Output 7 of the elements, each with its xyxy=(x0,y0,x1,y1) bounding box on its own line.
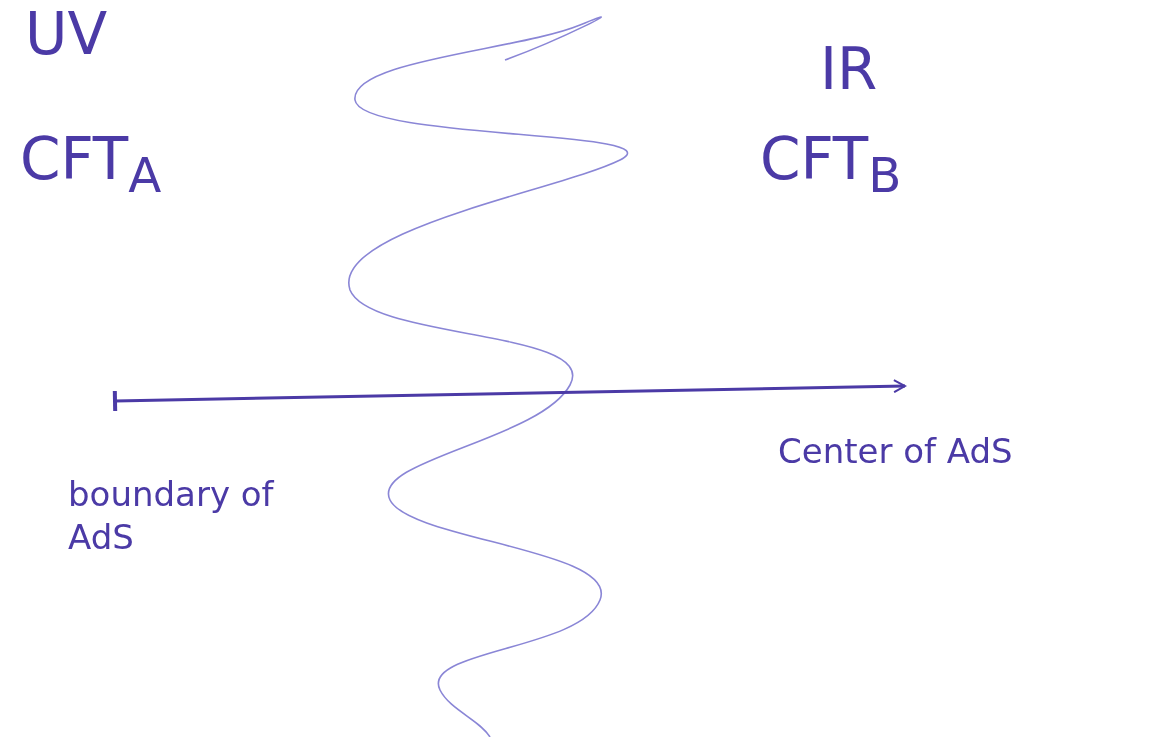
uv-label: UV xyxy=(25,5,108,63)
ir-label: IR xyxy=(820,40,878,98)
cft-label: CFT$_{A}$ xyxy=(20,130,162,199)
cft-label: CFT$_{B}$ xyxy=(760,130,902,199)
axis-end-label: Center of AdS xyxy=(778,430,1014,473)
axis-end-label: boundary of AdS xyxy=(68,473,275,558)
arrow xyxy=(112,379,906,413)
